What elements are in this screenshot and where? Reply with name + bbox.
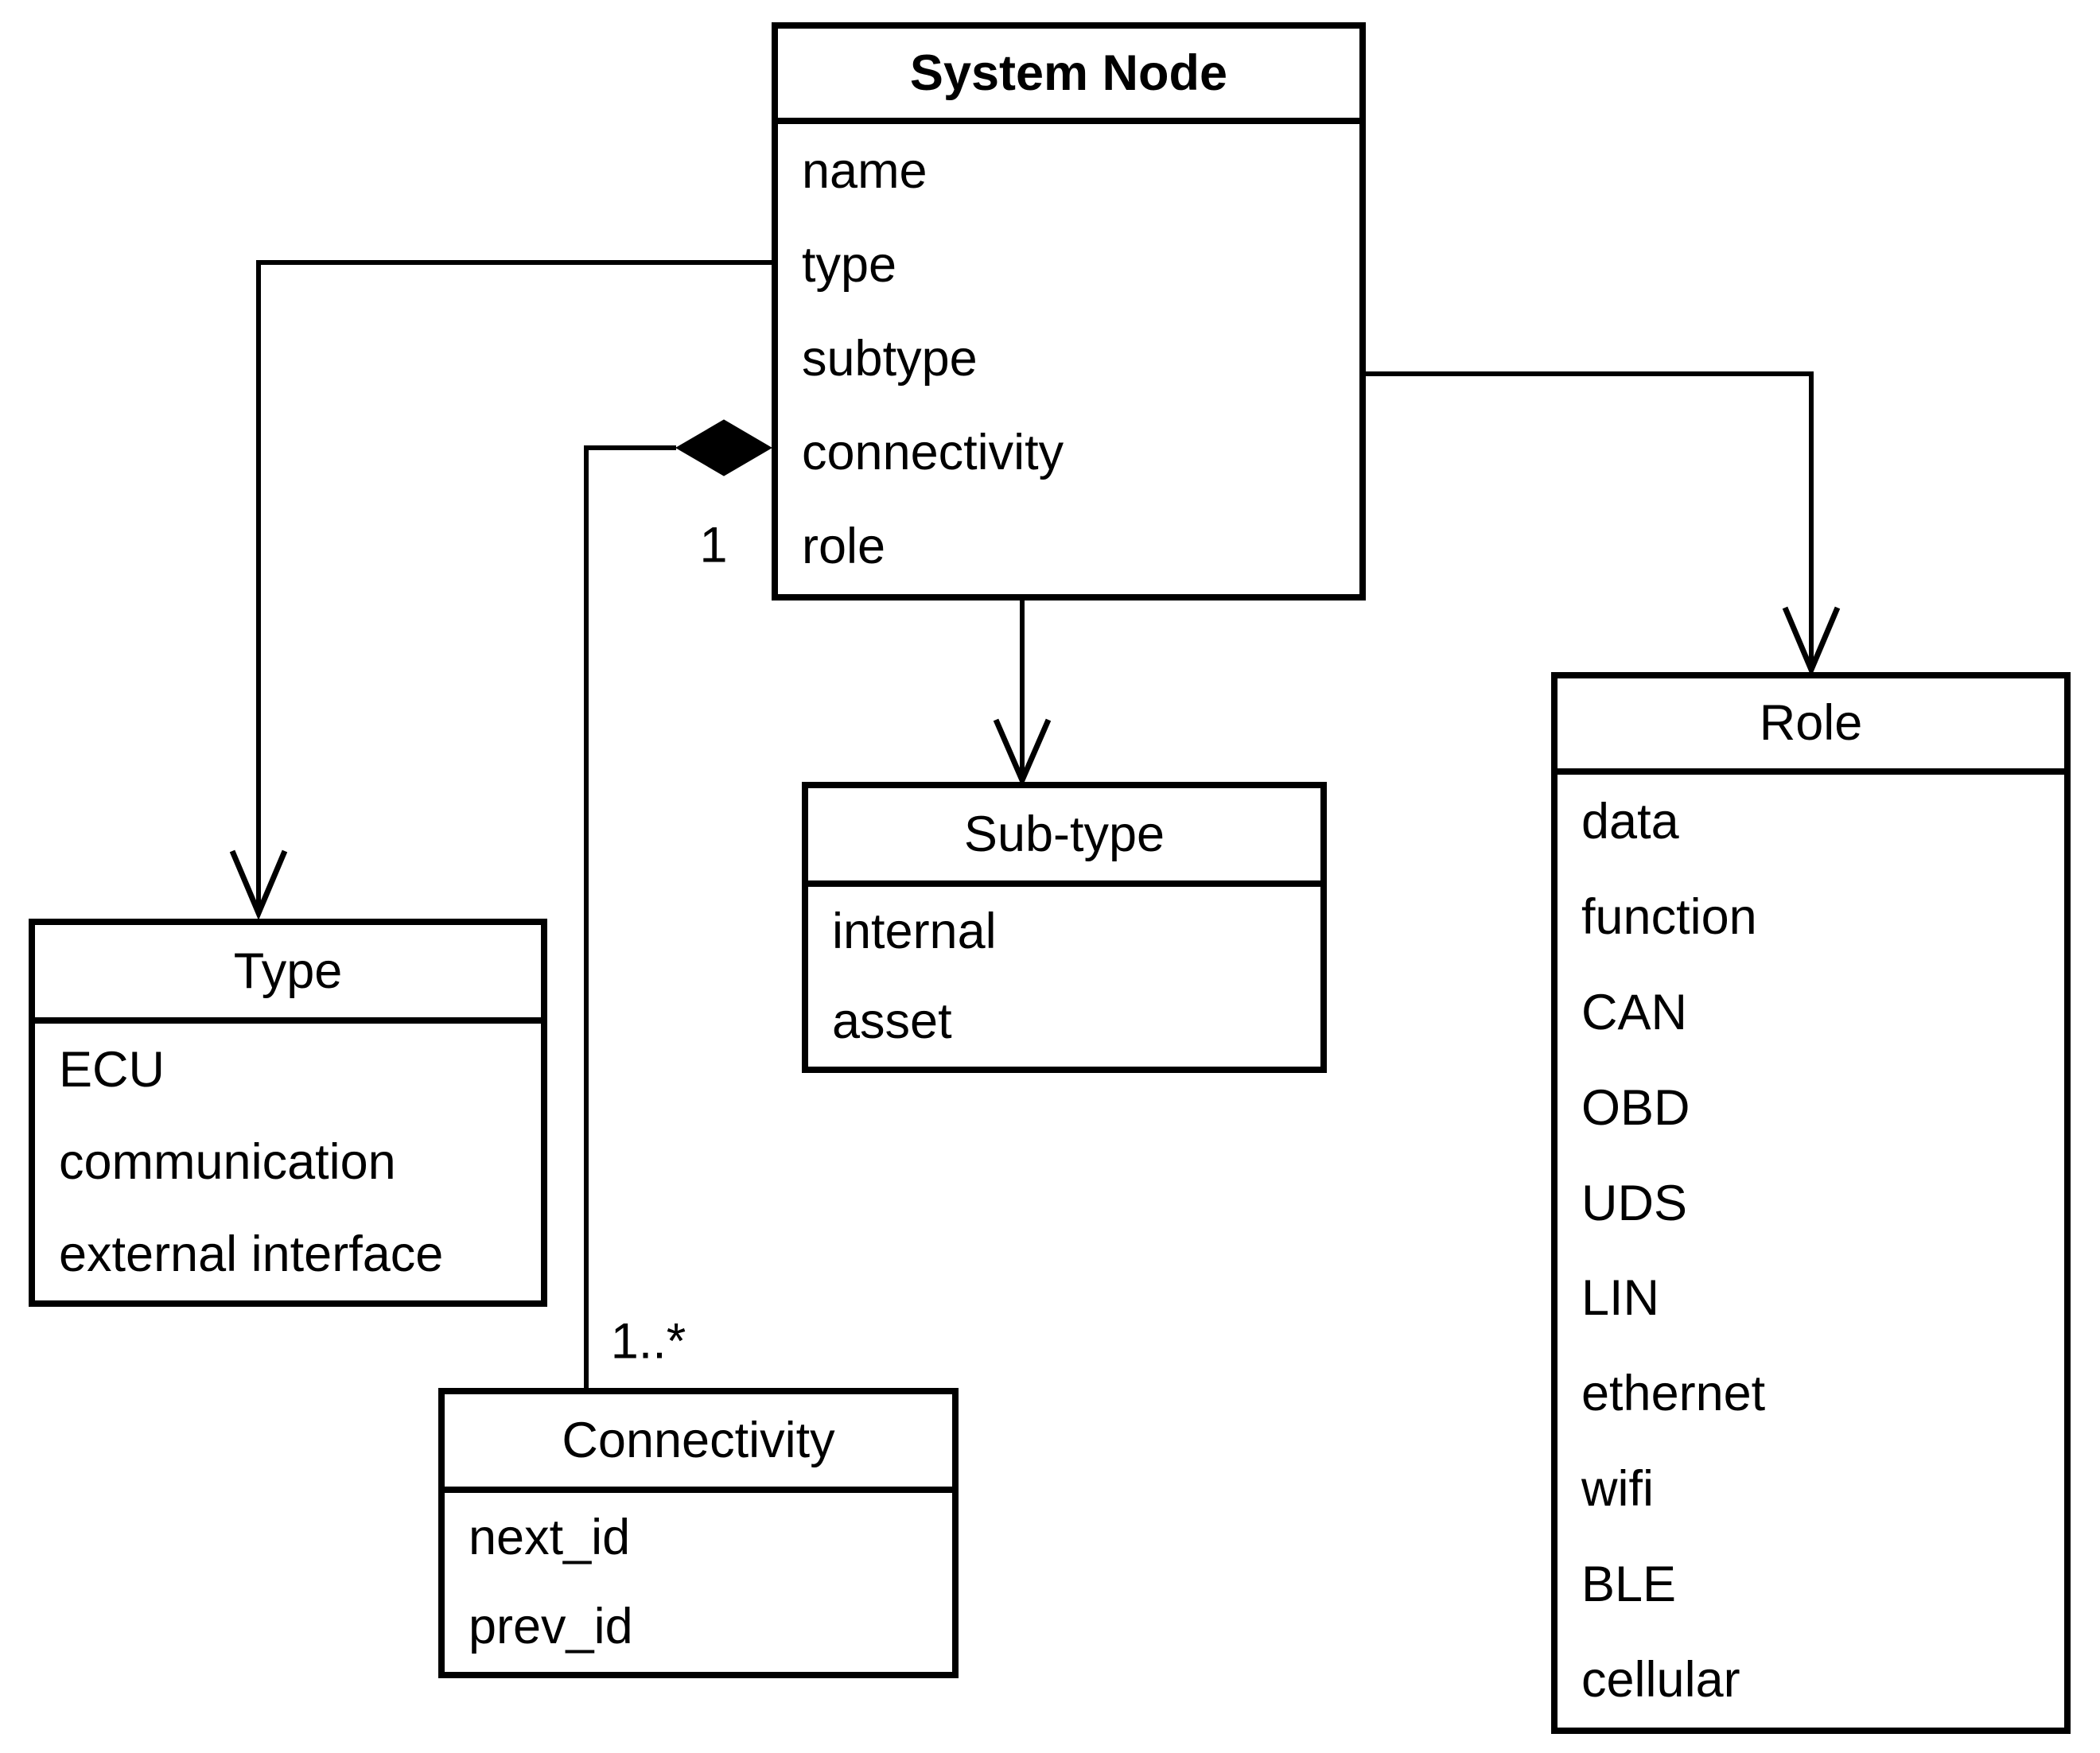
- attribute-row: prev_id: [469, 1599, 633, 1655]
- arrow-system-node-to-type: [229, 260, 772, 920]
- attribute-list-sub-type: internal asset: [808, 887, 1320, 1067]
- class-title-sub-type: Sub-type: [808, 788, 1320, 887]
- attribute-row: OBD: [1581, 1079, 1690, 1136]
- attribute-row: asset: [832, 993, 952, 1049]
- attribute-row: data: [1581, 794, 1679, 850]
- attribute-row: ECU: [59, 1041, 165, 1098]
- class-sub-type: Sub-type internal asset: [802, 782, 1327, 1073]
- attribute-row: BLE: [1581, 1556, 1677, 1612]
- open-arrowhead-icon: [229, 849, 288, 920]
- class-connectivity: Connectivity next_id prev_id: [438, 1388, 959, 1678]
- arrow-system-node-to-role: [1366, 371, 1841, 677]
- attribute-row: next_id: [469, 1509, 631, 1565]
- attribute-row: ethernet: [1581, 1366, 1766, 1422]
- attribute-row: communication: [59, 1133, 396, 1190]
- arrow-system-node-to-subtype: [993, 601, 1052, 787]
- attribute-row: type: [802, 236, 897, 293]
- attribute-row: cellular: [1581, 1651, 1740, 1708]
- attribute-row: subtype: [802, 331, 978, 387]
- attribute-row: external interface: [59, 1226, 444, 1282]
- class-title-type: Type: [35, 925, 541, 1024]
- attribute-row: role: [802, 519, 886, 575]
- attribute-row: wifi: [1581, 1460, 1654, 1517]
- attribute-row: UDS: [1581, 1175, 1688, 1231]
- class-system-node: System Node name type subtype connectivity r…: [772, 22, 1366, 601]
- attribute-row: CAN: [1581, 984, 1688, 1040]
- attribute-list-type: ECU communication external interface: [35, 1024, 541, 1300]
- attribute-list-system-node: name type subtype connectivity role: [778, 124, 1359, 594]
- attribute-row: connectivity: [802, 425, 1064, 481]
- class-type: Type ECU communication external interface: [29, 919, 547, 1307]
- composition-link-system-node-to-connectivity: [584, 419, 772, 1388]
- open-arrowhead-icon: [993, 718, 1052, 787]
- composition-diamond-icon: [675, 419, 772, 476]
- class-title-role: Role: [1558, 678, 2064, 775]
- class-title-system-node: System Node: [778, 29, 1359, 124]
- multiplicity-label-composition-source: 1: [699, 517, 728, 573]
- multiplicity-label-composition-target: 1..*: [610, 1313, 686, 1370]
- attribute-list-connectivity: next_id prev_id: [445, 1493, 952, 1672]
- attribute-row: LIN: [1581, 1270, 1660, 1327]
- attribute-row: name: [802, 142, 928, 199]
- open-arrowhead-icon: [1782, 606, 1841, 677]
- attribute-row: internal: [832, 904, 997, 959]
- class-title-connectivity: Connectivity: [445, 1394, 952, 1493]
- attribute-row: function: [1581, 889, 1757, 946]
